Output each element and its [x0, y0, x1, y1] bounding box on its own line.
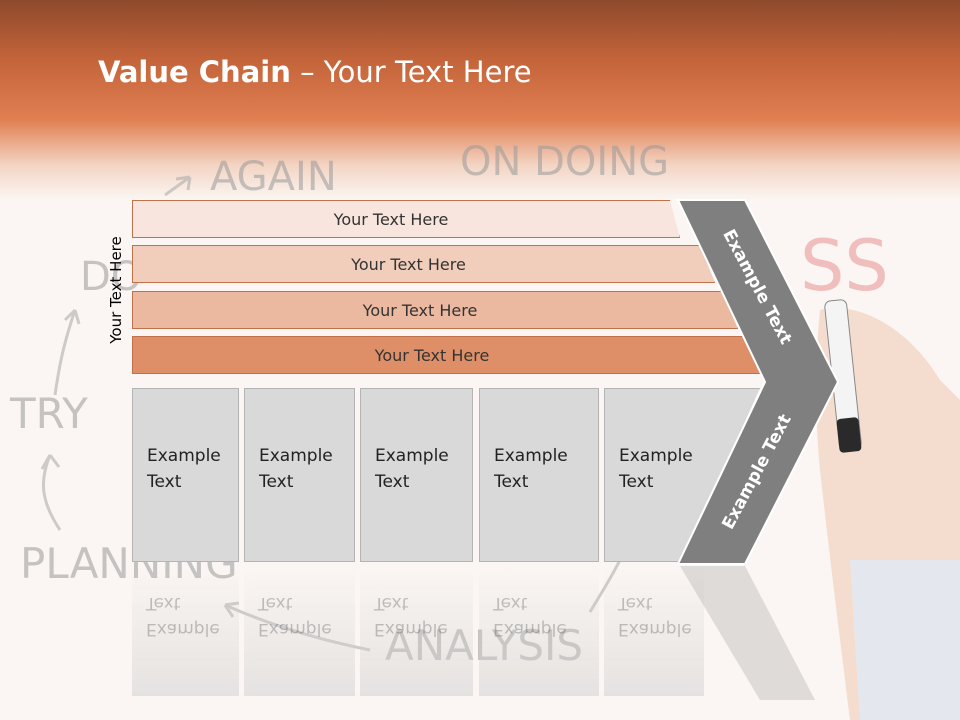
value-bar-4-label: Your Text Here [374, 345, 490, 365]
bg-word-on-doing: ON DOING [460, 139, 669, 185]
bg-word-success: SS [800, 225, 889, 307]
chevron-shape [676, 199, 840, 565]
value-bar-1[interactable]: Your Text Here [132, 200, 680, 238]
value-bar-3-label: Your Text Here [362, 300, 478, 320]
bg-word-try: TRY [9, 389, 88, 438]
value-bar-4[interactable]: Your Text Here [132, 336, 762, 374]
value-bar-2[interactable]: Your Text Here [132, 245, 715, 283]
svg-text:DO: DO [80, 254, 142, 300]
chevron-reflection [680, 566, 815, 700]
hand-illustration [816, 299, 960, 720]
bg-word-again: AGAIN [210, 154, 337, 200]
value-bar-3[interactable]: Your Text Here [132, 291, 738, 329]
value-bar-1-label: Your Text Here [333, 209, 449, 229]
page-title: Value Chain – Your Text Here [98, 55, 532, 89]
value-bar-2-label: Your Text Here [351, 254, 466, 274]
title-band [0, 0, 960, 200]
